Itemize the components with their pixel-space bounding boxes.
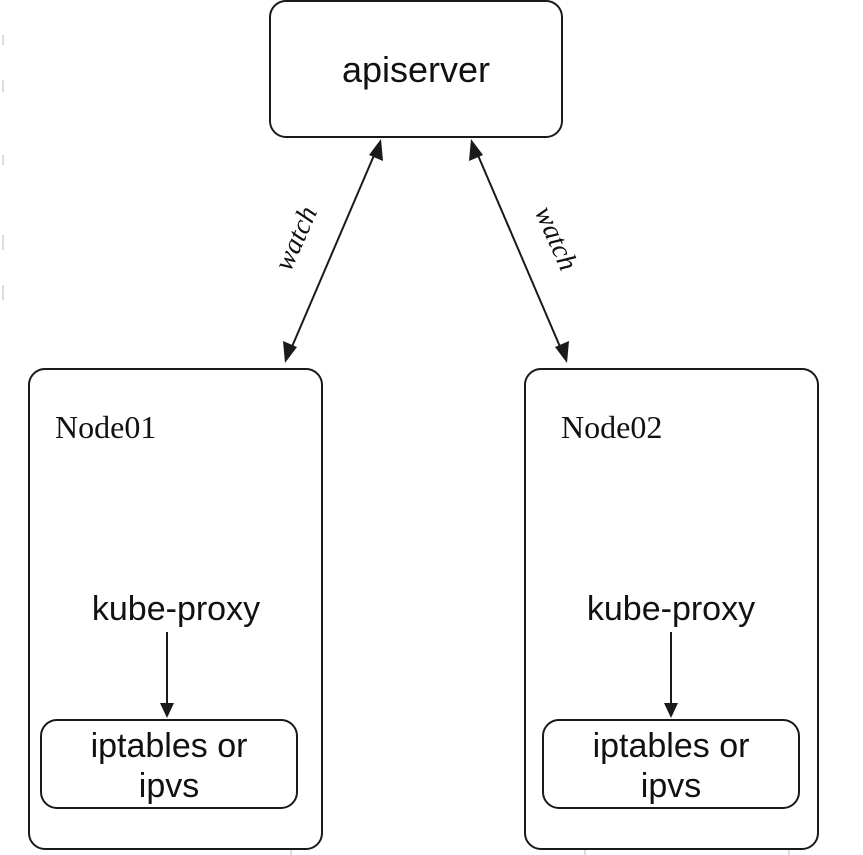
node01-rules-line1: iptables or: [91, 727, 248, 765]
watch-label-right: watch: [528, 202, 584, 276]
node01-kube-proxy-label: kube-proxy: [92, 590, 260, 628]
node02-rules-line1: iptables or: [593, 727, 750, 765]
node01-box: Node01 kube-proxy iptables or ipvs: [28, 368, 323, 850]
node01-rules-box: iptables or ipvs: [40, 719, 298, 809]
node01-proxy-arrow: [160, 632, 174, 718]
node01-rules-line2: ipvs: [139, 767, 199, 805]
watch-arrow-right: watch: [469, 139, 584, 363]
node02-kube-proxy-label: kube-proxy: [587, 590, 755, 628]
watch-label-left: watch: [268, 202, 324, 276]
node01-title: Node01: [55, 409, 156, 445]
apiserver-box: apiserver: [269, 0, 563, 138]
node02-rules-line2: ipvs: [641, 767, 701, 805]
apiserver-label: apiserver: [342, 49, 490, 90]
node02-rules-box: iptables or ipvs: [542, 719, 800, 809]
node02-proxy-arrow: [664, 632, 678, 718]
node02-title: Node02: [561, 409, 662, 445]
watch-arrow-left: watch: [268, 139, 383, 363]
node02-box: Node02 kube-proxy iptables or ipvs: [524, 368, 819, 850]
